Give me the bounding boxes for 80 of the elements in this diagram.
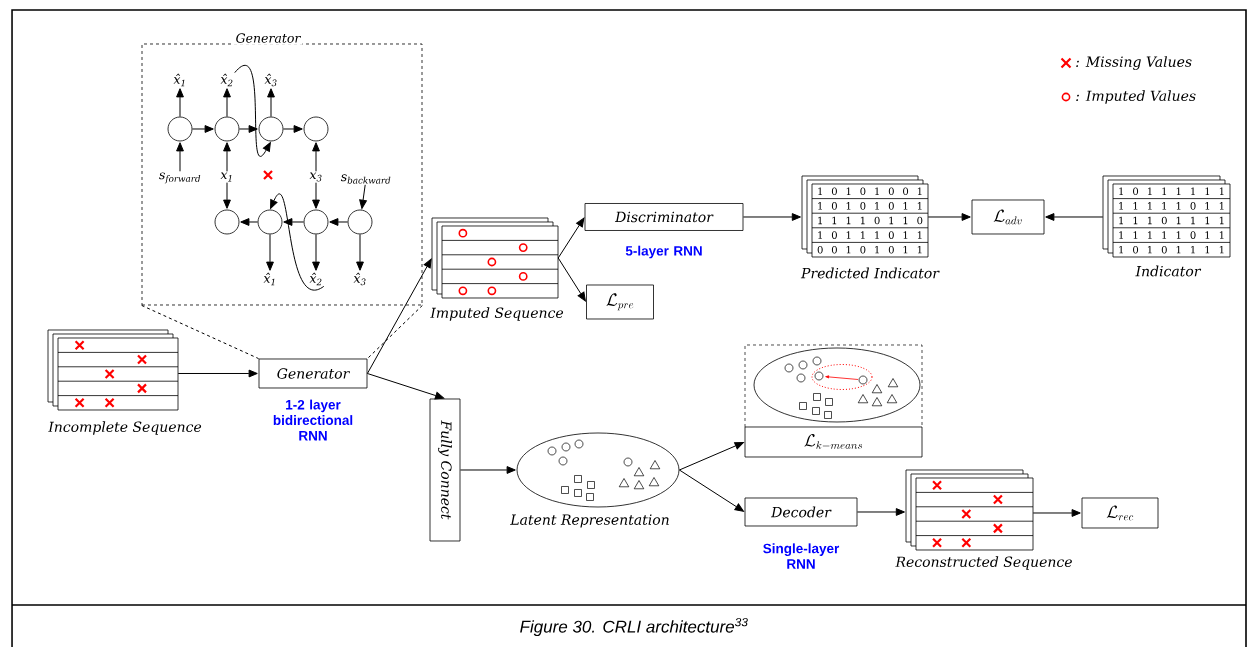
rnn-cell: [347, 209, 373, 235]
process-box: Generator: [258, 358, 368, 389]
sequence-grid-drawing: [47, 329, 179, 411]
caption-text: Latent Representation: [510, 514, 669, 528]
variable-label: x̂$_{1}$: [173, 73, 185, 87]
arrow: [1032, 509, 1081, 517]
variable-label: x̂$_{2}$: [309, 272, 322, 286]
arrow: [356, 233, 364, 271]
rnn-cell: [303, 116, 329, 142]
loss-box: $\mathcal{L}_{k-means}$: [744, 426, 923, 458]
arrow: [283, 218, 305, 226]
arrow: [177, 369, 258, 378]
rnn-cell: [167, 116, 193, 142]
caption-text: Incomplete Sequence: [48, 421, 202, 435]
loss-box: $\mathcal{L}_{pre}$: [586, 284, 654, 320]
arrow: [223, 182, 231, 209]
arrow: [176, 142, 184, 172]
legend-text: : Missing Values: [1076, 56, 1192, 70]
arrow: [557, 257, 586, 302]
arrow: [742, 213, 801, 221]
arrow: [366, 373, 445, 400]
arrow: [282, 125, 303, 133]
arrow: [366, 258, 432, 374]
variable-label: x̂$_{3}$: [353, 272, 366, 286]
variable-label: x$_{1}$: [220, 172, 232, 182]
caption-text: Reconstructed Sequence: [895, 556, 1072, 570]
arrow: [1045, 213, 1104, 221]
variable-label: x$_{3}$: [309, 172, 322, 182]
arrow: [223, 142, 231, 172]
loss-box: $\mathcal{L}_{adv}$: [971, 199, 1045, 235]
indicator-grid: 1 0 1 1 1 1 1 1 1 1 1 1 1 0 1 1 1 1 1 0 1 1 1 1 1 1 1 1 1 0 1 1 1 0 1 0 1 1 1 1: [1102, 175, 1231, 258]
zoom-line: [141, 304, 260, 360]
annotation-text: 1-2 layer bidirectional RNN: [273, 399, 353, 441]
variable-label: x̂$_{2}$: [220, 73, 233, 87]
arrow: [267, 88, 275, 118]
arrow: [191, 125, 214, 133]
arrow: [856, 508, 905, 516]
caption-text: Indicator: [1135, 265, 1202, 277]
arrow: [459, 466, 516, 474]
arrow: [927, 213, 971, 221]
loss-box: $\mathcal{L}_{rec}$: [1081, 497, 1159, 529]
rnn-cell: [258, 116, 284, 142]
arrow: [266, 233, 274, 271]
rnn-cell: [214, 209, 240, 235]
zoom-line: [366, 304, 423, 360]
caption-text: Imputed Sequence: [430, 307, 564, 321]
sequence-grid-drawing: [905, 469, 1034, 551]
figure-caption: Figure 30. CRLI architecture$^{33}$: [520, 617, 748, 637]
node-label: Generator: [236, 33, 302, 43]
arrow: [240, 218, 259, 226]
arrow: [359, 184, 367, 209]
arrow: [234, 65, 271, 157]
arrow: [270, 193, 325, 291]
rnn-cell: [303, 209, 329, 235]
annotation-text: 5-layer RNN: [625, 245, 702, 259]
arrow: [223, 88, 231, 118]
arrow: [238, 125, 258, 133]
caption-text: Predicted Indicator: [800, 267, 940, 279]
variable-label: s$_{backward}$: [340, 174, 391, 184]
variable-label: x̂$_{1}$: [263, 272, 275, 286]
sequence-grid-drawing: [431, 217, 559, 299]
indicator-grid: 1 0 1 0 1 0 0 1 1 0 1 0 1 0 1 1 1 1 1 1 0 1 1 0 1 0 1 1 1 0 1 1 0 0 1 0 1 0 1 1: [801, 175, 929, 258]
legend-text: : Imputed Values: [1076, 90, 1196, 104]
arrow: [312, 182, 320, 209]
annotation-text: Single-layer RNN: [763, 543, 840, 569]
process-box: Decoder: [744, 497, 858, 527]
variable-label: x̂$_{3}$: [264, 73, 277, 87]
process-box: Discriminator: [584, 203, 744, 231]
latent-space-ellipse: [516, 432, 680, 508]
rnn-cell: [214, 116, 240, 142]
variable-label: s$_{forward}$: [159, 172, 201, 184]
arrow: [312, 233, 320, 271]
process-box: Fully Connect: [429, 398, 461, 542]
arrow: [329, 218, 349, 226]
arrow: [557, 217, 585, 259]
arrow: [678, 442, 744, 471]
arrow: [312, 142, 320, 172]
arrow: [678, 469, 744, 512]
arrow: [176, 88, 184, 118]
rnn-cell: [257, 209, 283, 235]
